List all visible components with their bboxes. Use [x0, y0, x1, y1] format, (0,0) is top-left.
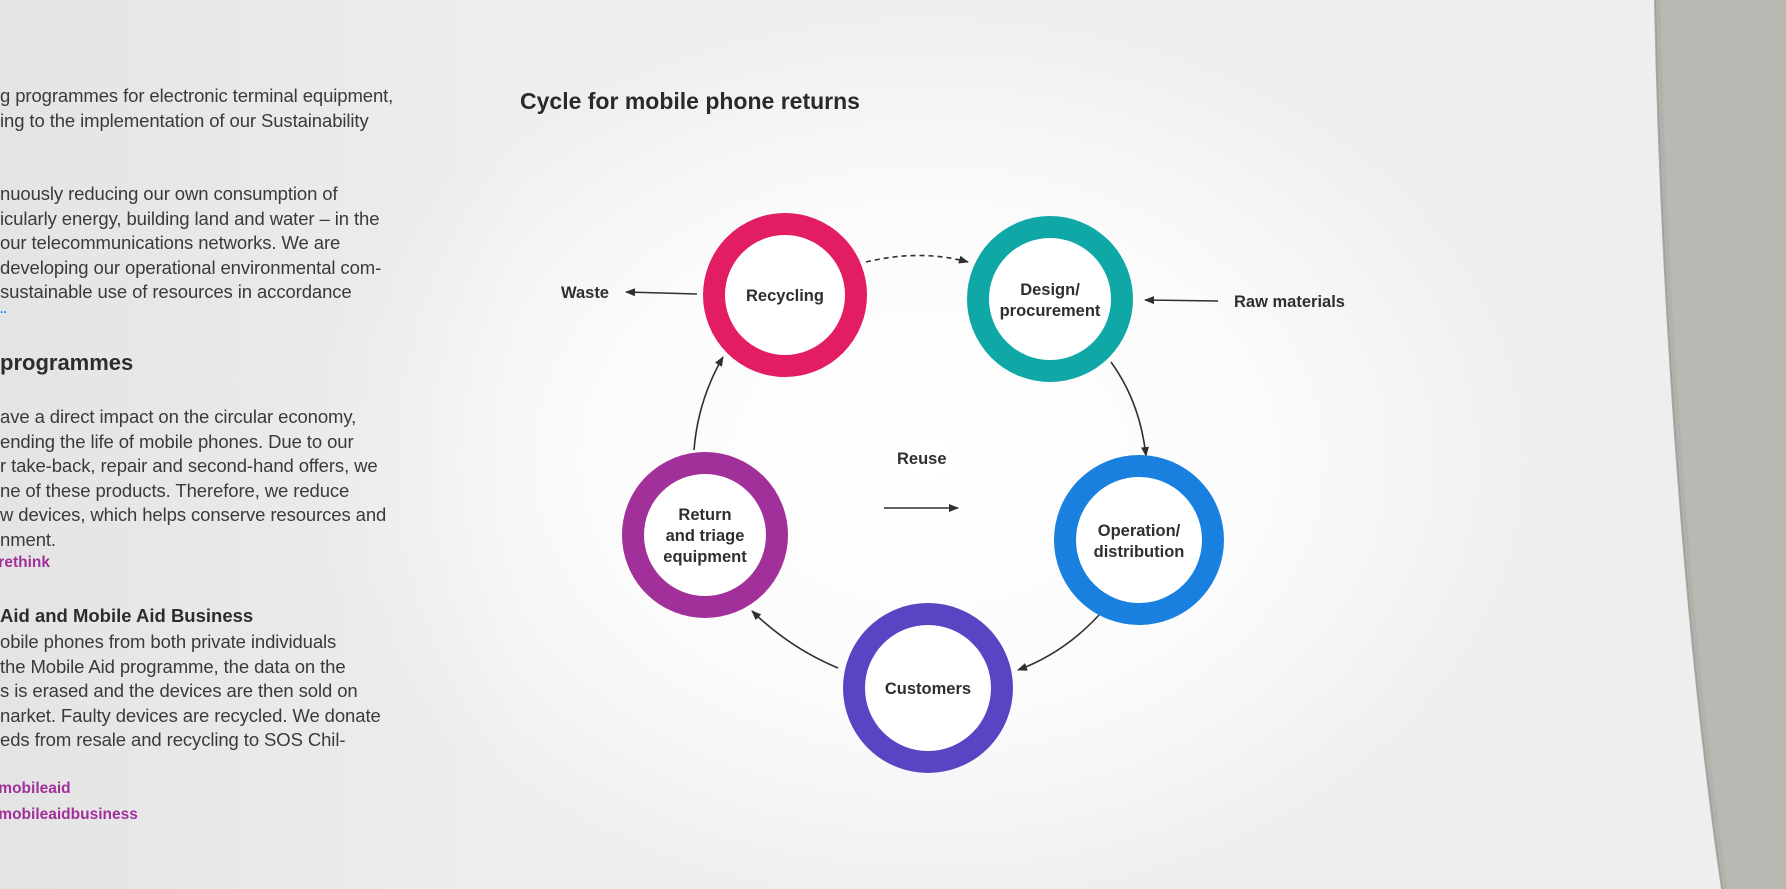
page-shading: [0, 0, 520, 889]
text-line: ne of these products. Therefore, we redu…: [0, 479, 350, 501]
text-line: icularly energy, building land and water…: [0, 207, 380, 229]
node-label-operation-line2: distribution: [1094, 543, 1185, 561]
paragraph-2: nuously reducing our own consumption of …: [0, 182, 381, 305]
ring-return: [633, 463, 777, 607]
ring-design: [978, 227, 1122, 371]
text-line: g programmes for electronic terminal equ…: [0, 85, 394, 106]
edge-operation-to-customers: [1018, 615, 1099, 670]
edge-raw-materials-to-design: [1145, 300, 1218, 301]
edge-recycling-to-waste: [626, 292, 697, 294]
text-line: ending the life of mobile phones. Due to…: [0, 430, 354, 452]
label-raw-materials: Raw materials: [1234, 293, 1345, 311]
text-line: ave a direct impact on the circular econ…: [0, 406, 357, 427]
mobileaidbusiness-link[interactable]: /mobileaidbusiness: [0, 806, 138, 823]
text-line: s is erased and the devices are then sol…: [0, 680, 358, 701]
edge-recycling-to-design: [866, 256, 968, 263]
node-customers: Customers: [854, 614, 1002, 762]
node-label-design-line1: Design/: [1020, 281, 1080, 299]
node-label-return-line1: Return: [678, 506, 731, 524]
label-reuse: Reuse: [897, 450, 947, 468]
node-label-operation-line1: Operation/: [1098, 522, 1181, 540]
text-line: nment.: [0, 528, 56, 550]
text-line: w devices, which helps conserve resource…: [0, 504, 387, 525]
node-return: Return and triage equipment: [633, 463, 777, 607]
paragraph-3: ave a direct impact on the circular econ…: [0, 405, 386, 552]
edge-return-to-recycling: [694, 357, 723, 450]
text-line: r take-back, repair and second-hand offe…: [0, 455, 378, 476]
rethink-link[interactable]: /rethink: [0, 554, 50, 571]
edge-customers-to-return: [752, 611, 838, 668]
text-line: obile phones from both private individua…: [0, 631, 337, 652]
node-label-return-line3: equipment: [663, 548, 747, 566]
text-line: narket. Faulty devices are recycled. We …: [0, 704, 381, 726]
text-line: ing to the implementation of our Sustain…: [0, 109, 369, 131]
paragraph-2-link[interactable]: ..: [0, 302, 7, 316]
section-heading: programmes: [0, 350, 134, 375]
node-label-return-line2: and triage: [666, 527, 745, 545]
ring-recycling: [714, 224, 856, 366]
node-design: Design/ procurement: [978, 227, 1122, 371]
node-recycling: Recycling: [714, 224, 856, 366]
ring-customers: [854, 614, 1002, 762]
label-waste: Waste: [561, 284, 609, 302]
node-label-design-line2: procurement: [1000, 302, 1101, 320]
node-operation: Operation/ distribution: [1065, 466, 1213, 614]
mobileaid-link[interactable]: /mobileaid: [0, 780, 71, 797]
mobile-aid-subheading: Aid and Mobile Aid Business: [0, 605, 254, 626]
text-line: nuously reducing our own consumption of: [0, 183, 338, 204]
paragraph-1: g programmes for electronic terminal equ…: [0, 84, 393, 133]
ring-operation: [1065, 466, 1213, 614]
node-label-customers: Customers: [885, 680, 971, 698]
text-line: developing our operational environmental…: [0, 256, 382, 278]
text-line: eds from resale and recycling to SOS Chi…: [0, 729, 346, 750]
text-line: our telecommunications networks. We are: [0, 232, 341, 253]
diagram-title: Cycle for mobile phone returns: [520, 88, 860, 114]
paragraph-4: obile phones from both private individua…: [0, 630, 381, 753]
text-line: sustainable use of resources in accordan…: [0, 281, 352, 302]
node-label-recycling: Recycling: [746, 287, 824, 305]
text-line: the Mobile Aid programme, the data on th…: [0, 655, 346, 677]
edge-design-to-operation: [1111, 362, 1146, 456]
